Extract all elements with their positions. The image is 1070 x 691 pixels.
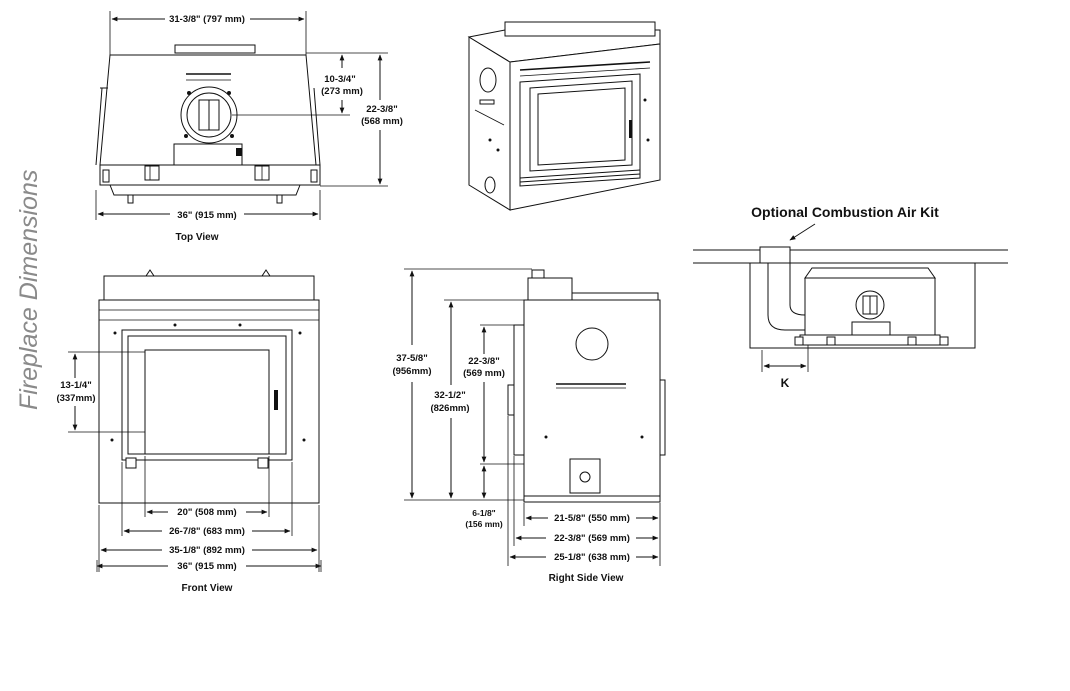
side-view-height-c-mm: (569 mm) [463,368,505,379]
side-view-total-height-mm: (956mm) [392,366,431,377]
top-view-flue-depth-mm: (273 mm) [321,86,363,97]
side-view-height-b-in: 32-1/2" [434,390,465,401]
side-title: Fireplace Dimensions [15,170,43,410]
front-view-height-mm: (337mm) [56,393,95,404]
side-view-depth-b: 22-3/8" (569 mm) [554,533,630,544]
top-view-width-top: 31-3/8" (797 mm) [169,14,245,25]
side-view-total-height-in: 37-5/8" [396,353,427,364]
side-view-depth-c: 25-1/8" (638 mm) [554,552,630,563]
top-view-caption: Top View [176,232,219,243]
top-view: 31-3/8" (797 mm) [95,11,403,243]
combustion-air-kit: Optional Combustion Air Kit K [693,204,1008,390]
kit-label-k: K [781,376,790,390]
top-view-total-depth-in: 22-3/8" [366,104,397,115]
front-view-width-b: 26-7/8" (683 mm) [169,526,245,537]
side-view-caption: Right Side View [549,573,624,584]
top-view-flue-depth-in: 10-3/4" [324,74,355,85]
front-view-height-in: 13-1/4" [60,380,91,391]
front-view-width-a: 20" (508 mm) [177,507,236,518]
side-view-height-b-mm: (826mm) [430,403,469,414]
kit-title: Optional Combustion Air Kit [751,204,939,220]
front-view-width-c: 35-1/8" (892 mm) [169,545,245,556]
side-view-height-d-mm: (156 mm) [465,519,502,529]
side-view-height-d-in: 6-1/8" [472,508,495,518]
right-side-view: 37-5/8" (956mm) 32-1/2" (826mm) 22-3/8" … [392,268,666,584]
front-view: 13-1/4" (337mm) 20" (508 mm) 26-7/8" (68… [56,269,322,594]
isometric-view [467,21,661,211]
front-view-width-d: 36" (915 mm) [177,561,236,572]
side-view-height-c-in: 22-3/8" [468,356,499,367]
top-view-width-bottom: 36" (915 mm) [177,210,236,221]
side-view-depth-a: 21-5/8" (550 mm) [554,513,630,524]
top-view-total-depth-mm: (568 mm) [361,116,403,127]
front-view-caption: Front View [182,583,233,594]
